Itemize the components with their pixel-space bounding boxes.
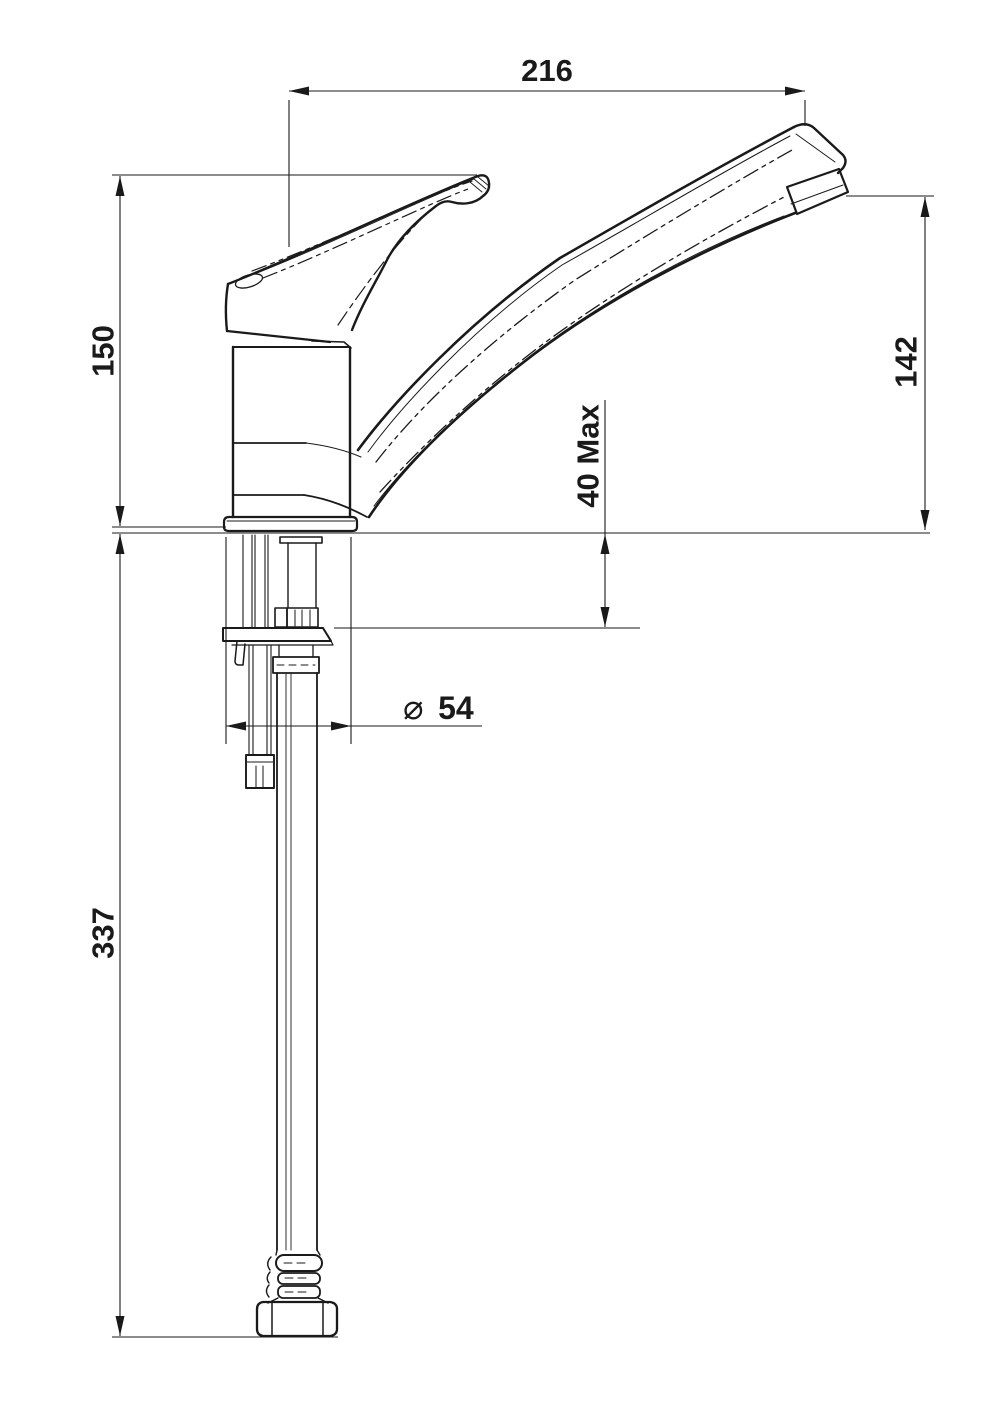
arrowhead-150-bottom (115, 506, 125, 526)
spout-lower-outline (367, 211, 797, 519)
shank-bracket (279, 536, 323, 544)
dimension-150-height (112, 174, 477, 528)
retaining-clip (234, 640, 246, 666)
arrowhead-142-bottom (920, 510, 930, 530)
spout-inner-contour-upper (367, 135, 791, 453)
handle-end-cap (234, 273, 264, 289)
hose-neck-lines (278, 644, 314, 658)
diameter-symbol: ⌀ (403, 689, 423, 727)
spout-phantom-line-upper (375, 149, 793, 463)
arrowhead-216-left (289, 86, 309, 96)
spout-inner-contour-lower (373, 215, 785, 507)
spout-tip-cap (792, 123, 847, 175)
shank-ribbed-nut-ribs (294, 609, 311, 627)
mounting-nut-slot (255, 765, 264, 789)
hose-ferrule (272, 656, 320, 674)
faucet-body (231, 345, 368, 519)
arrowhead-54-left (226, 721, 246, 731)
dim-label-base-diameter: ⌀ 54 (403, 689, 474, 727)
dimension-labels: 216 150 142 40 Max ⌀ 54 337 (86, 53, 924, 959)
arrowhead-150-top (115, 176, 125, 196)
handle-phantom-line-1 (251, 180, 473, 272)
dim-label-spout-outlet-height: 142 (889, 336, 924, 388)
mounting-stud-upper (242, 534, 269, 629)
handle-bottom-edge (225, 329, 332, 344)
supply-hose (255, 644, 339, 1338)
dimension-337-below-counter (112, 534, 338, 1338)
faucet-spout (356, 123, 850, 519)
handle-tip-hatch-lines (469, 176, 490, 193)
base-flange-outline (222, 515, 359, 533)
arrowhead-337-top (115, 534, 125, 554)
faucet-base-flange (222, 515, 359, 533)
hose-crimp-taper-top (275, 1249, 321, 1256)
dim-label-max-mounting-thickness: 40 Max (571, 404, 606, 508)
spout-aerator (785, 167, 850, 216)
dimension-40max-counter-thickness (334, 400, 640, 629)
mounting-stud-lower (248, 644, 272, 756)
arrowhead-142-top (920, 197, 930, 217)
spout-phantom-line-lower (379, 195, 787, 493)
arrowhead-40max-top (600, 534, 610, 554)
faucet-line-art (222, 123, 850, 1338)
body-spout-junction-upper (305, 442, 362, 458)
arrowhead-216-right (785, 86, 805, 96)
dimension-arrowheads (115, 86, 930, 1336)
arrowhead-337-bottom (115, 1316, 125, 1336)
dim-label-below-counter-length: 337 (86, 907, 121, 959)
faucet-handle (224, 174, 491, 349)
hose-crimp-ring-3 (277, 1285, 321, 1299)
handle-neck-phantom-line (337, 211, 429, 326)
hose-crimp-ring-1 (275, 1254, 323, 1272)
diameter-value: 54 (438, 690, 474, 726)
dimension-142-outlet-height (846, 195, 934, 530)
dim-label-spout-reach: 216 (521, 53, 573, 88)
hose-crimp-rings-behind (265, 1256, 272, 1298)
dimension-216-spout-reach (288, 90, 806, 247)
dimension-annotations (112, 90, 934, 1338)
mounting-nut (245, 754, 275, 789)
dim-label-height-to-lever: 150 (86, 325, 121, 377)
shank-tube (287, 542, 317, 609)
below-deck-mounting (222, 534, 334, 789)
hose-crimp-ring-2 (277, 1272, 321, 1285)
handle-inner-contour (235, 178, 475, 282)
handle-left-edge (224, 282, 230, 333)
mounting-plate (222, 627, 332, 642)
arrowhead-40max-bottom (600, 607, 610, 627)
body-spout-junction-lower (303, 494, 368, 518)
handle-phantom-line-2 (262, 188, 469, 279)
hose-tube-inner (285, 672, 292, 1251)
aerator-outline (785, 167, 850, 216)
hose-tube-outer (276, 672, 318, 1251)
spout-tip-inner-line (795, 133, 836, 163)
hose-crimp-ring-dashes (283, 1262, 311, 1293)
hose-hex-nut-facets (271, 1302, 324, 1337)
aerator-inner-line (790, 184, 844, 205)
hose-hex-nut (255, 1300, 339, 1338)
arrowhead-54-right (331, 721, 351, 731)
spout-upper-outline (356, 125, 796, 452)
dimension-54-base-diameter (225, 537, 482, 744)
